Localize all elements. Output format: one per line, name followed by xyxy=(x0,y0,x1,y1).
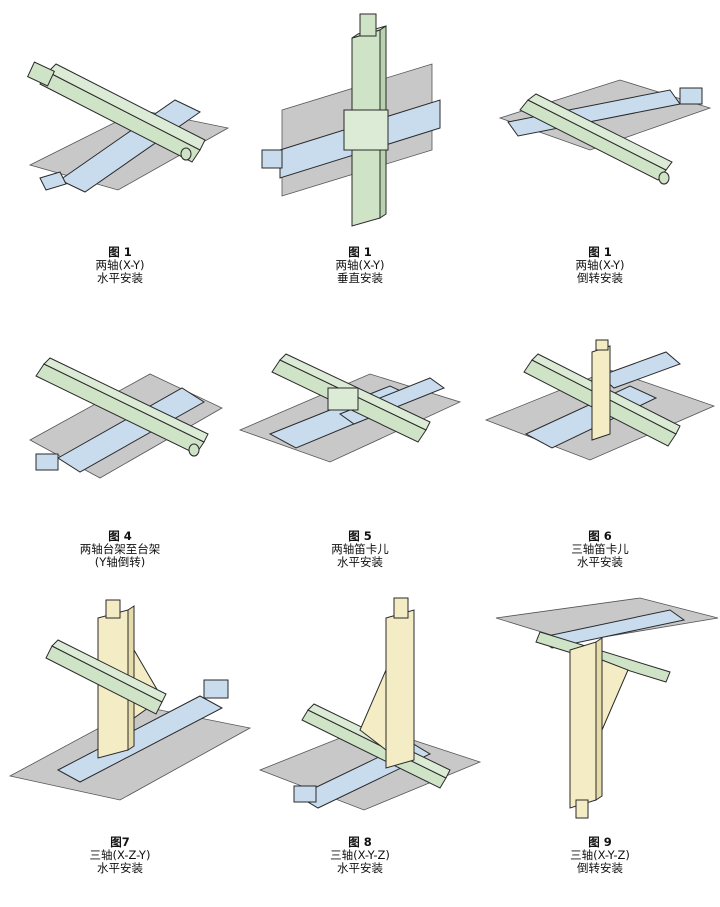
figure-caption: 图 1 两轴(X-Y) 垂直安装 xyxy=(240,246,480,285)
figure-mounting: 水平安装 xyxy=(337,555,383,569)
figure-mounting: 水平安装 xyxy=(577,555,623,569)
figure-number: 图 4 xyxy=(108,529,132,543)
figure-axis-type: 两轴(X-Y) xyxy=(575,258,625,272)
cartesian-2axis-illustration xyxy=(238,353,462,463)
figure-number: 图 9 xyxy=(588,835,612,849)
figure-number: 图 6 xyxy=(588,529,612,543)
figure-number: 图 5 xyxy=(348,529,372,543)
xyz-horizontal-illustration xyxy=(258,597,482,811)
figure-axis-type: 三轴(X-Z-Y) xyxy=(89,848,151,862)
figure-mounting: 水平安装 xyxy=(337,861,383,875)
figure-caption: 图 9 三轴(X-Y-Z) 倒转安装 xyxy=(480,836,720,875)
figure-axis-type: 三轴笛卡儿 xyxy=(571,542,629,556)
figure-number: 图 1 xyxy=(588,245,612,259)
figure-caption: 图7 三轴(X-Z-Y) 水平安装 xyxy=(0,836,240,875)
figure-axis-type: 两轴(X-Y) xyxy=(335,258,385,272)
figure-caption: 图 8 三轴(X-Y-Z) 水平安装 xyxy=(240,836,480,875)
xzy-horizontal-illustration xyxy=(8,599,252,801)
figure-mounting: 倒转安装 xyxy=(577,861,623,875)
figure-number: 图7 xyxy=(110,835,130,849)
figure-caption: 图 4 两轴台架至台架 (Y轴倒转) xyxy=(0,530,240,569)
xy-vertical-illustration xyxy=(261,13,441,227)
figure-number: 图 1 xyxy=(348,245,372,259)
gantry-inverted-illustration xyxy=(29,357,223,479)
figure-axis-type: 两轴笛卡儿 xyxy=(331,542,389,556)
figure-number: 图 1 xyxy=(108,245,132,259)
figure-caption: 图 5 两轴笛卡儿 水平安装 xyxy=(240,530,480,569)
figure-mounting: 倒转安装 xyxy=(577,271,623,285)
xy-inverted-illustration xyxy=(498,79,712,185)
figure-caption: 图 1 两轴(X-Y) 水平安装 xyxy=(0,246,240,285)
cartesian-3axis-illustration xyxy=(484,339,716,461)
xy-horizontal-illustration xyxy=(26,61,230,193)
xyz-inverted-illustration xyxy=(495,597,719,819)
figure-caption: 图 6 三轴笛卡儿 水平安装 xyxy=(480,530,720,569)
figure-axis-type: 两轴台架至台架 xyxy=(79,542,161,556)
figure-mounting: (Y轴倒转) xyxy=(94,555,146,569)
figure-mounting: 垂直安装 xyxy=(337,271,383,285)
figure-mounting: 水平安装 xyxy=(97,271,143,285)
figure-caption: 图 1 两轴(X-Y) 倒转安装 xyxy=(480,246,720,285)
figure-mounting: 水平安装 xyxy=(97,861,143,875)
figure-axis-type: 三轴(X-Y-Z) xyxy=(330,848,390,862)
figure-axis-type: 三轴(X-Y-Z) xyxy=(570,848,630,862)
figure-number: 图 8 xyxy=(348,835,372,849)
figure-axis-type: 两轴(X-Y) xyxy=(95,258,145,272)
